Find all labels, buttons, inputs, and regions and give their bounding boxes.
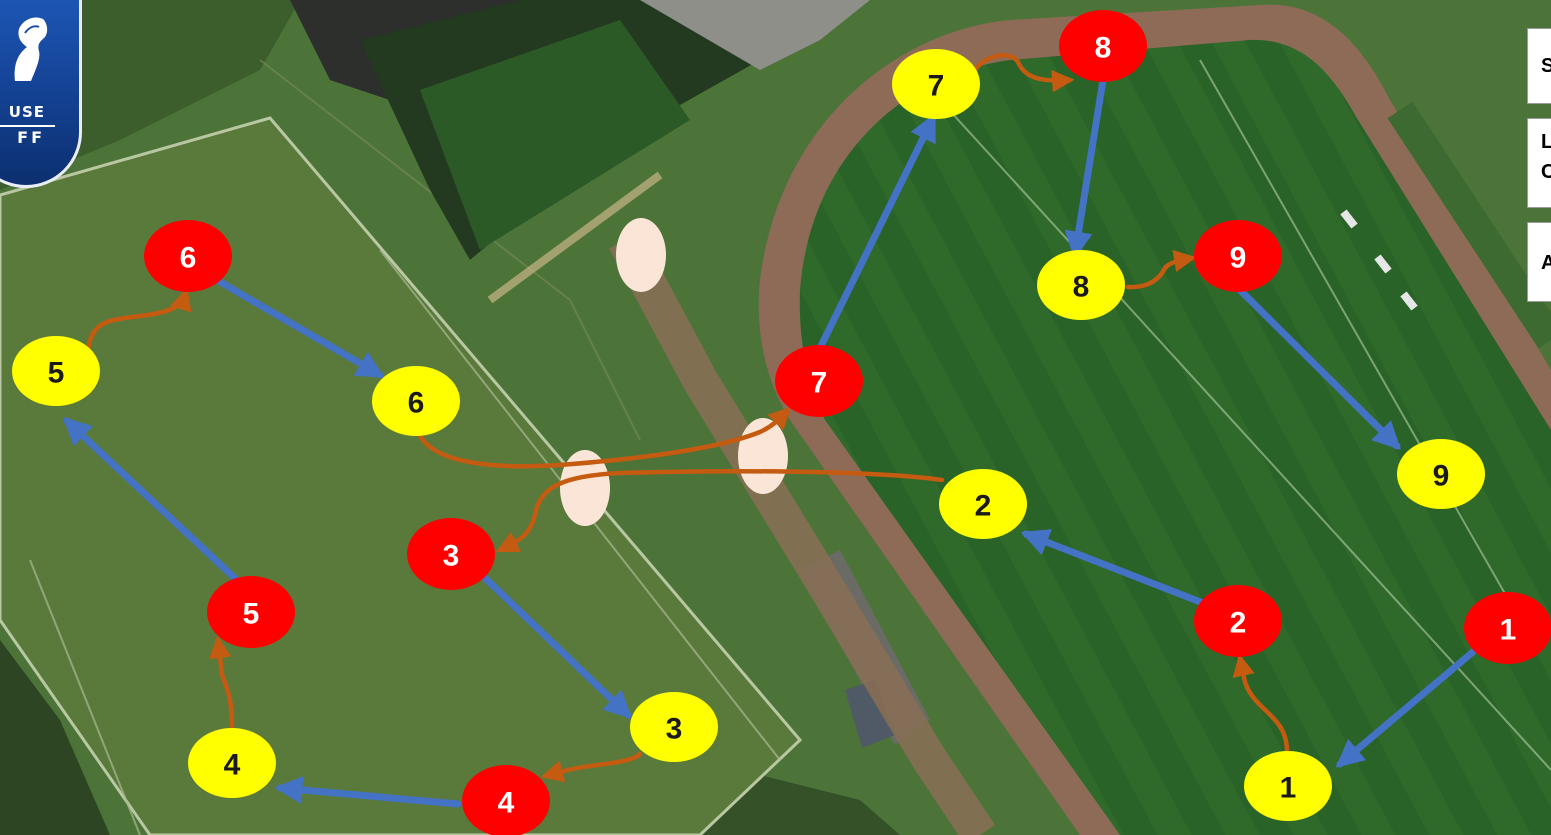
yellow-marker-5: 5	[12, 336, 100, 406]
logo-text-bottom: FF	[0, 128, 45, 147]
legend-item-label-line2: C	[1541, 157, 1551, 187]
yellow-marker-8: 8	[1037, 250, 1125, 320]
svg-text:8: 8	[1095, 32, 1112, 65]
svg-text:2: 2	[975, 490, 992, 523]
svg-text:1: 1	[1280, 772, 1297, 805]
svg-text:9: 9	[1230, 242, 1247, 275]
logo-divider	[0, 125, 55, 127]
yellow-marker-1: 1	[1244, 751, 1332, 821]
svg-text:5: 5	[48, 357, 65, 390]
svg-text:3: 3	[443, 540, 460, 573]
svg-text:5: 5	[243, 598, 260, 631]
legend-item: S	[1527, 28, 1551, 104]
svg-text:3: 3	[666, 713, 683, 746]
yellow-marker-7: 7	[892, 49, 980, 119]
yellow-marker-3: 3	[630, 692, 718, 762]
svg-text:6: 6	[180, 242, 197, 275]
yellow-marker-4: 4	[188, 728, 276, 798]
svg-text:9: 9	[1433, 460, 1450, 493]
yellow-marker-9: 9	[1397, 439, 1485, 509]
legend-item-label: L	[1541, 127, 1551, 157]
red-marker-5: 5	[207, 576, 295, 648]
red-marker-8: 8	[1059, 10, 1147, 82]
red-marker-9: 9	[1194, 220, 1282, 292]
legend-item: L C	[1527, 118, 1551, 208]
red-marker-2: 2	[1194, 585, 1282, 657]
svg-text:1: 1	[1500, 614, 1517, 647]
yellow-marker-6: 6	[372, 366, 460, 436]
svg-text:6: 6	[408, 387, 425, 420]
svg-text:7: 7	[811, 367, 828, 400]
yellow-marker-2: 2	[939, 469, 1027, 539]
red-marker-4: 4	[462, 765, 550, 835]
legend-item-label: A	[1541, 252, 1551, 274]
red-marker-7: 7	[775, 345, 863, 417]
svg-text:4: 4	[224, 749, 241, 782]
federation-logo: USE FF	[0, 0, 82, 188]
legend-item-label: S	[1541, 55, 1551, 77]
red-marker-3: 3	[407, 518, 495, 590]
legend-item: A	[1527, 222, 1551, 302]
svg-text:8: 8	[1073, 271, 1090, 304]
horse-icon	[5, 13, 51, 83]
gate-marker	[616, 218, 666, 292]
red-marker-6: 6	[144, 220, 232, 292]
svg-text:2: 2	[1230, 607, 1247, 640]
svg-text:7: 7	[928, 70, 945, 103]
red-marker-1: 1	[1464, 592, 1551, 664]
svg-text:4: 4	[498, 787, 515, 820]
logo-text-top: USE	[0, 103, 45, 121]
